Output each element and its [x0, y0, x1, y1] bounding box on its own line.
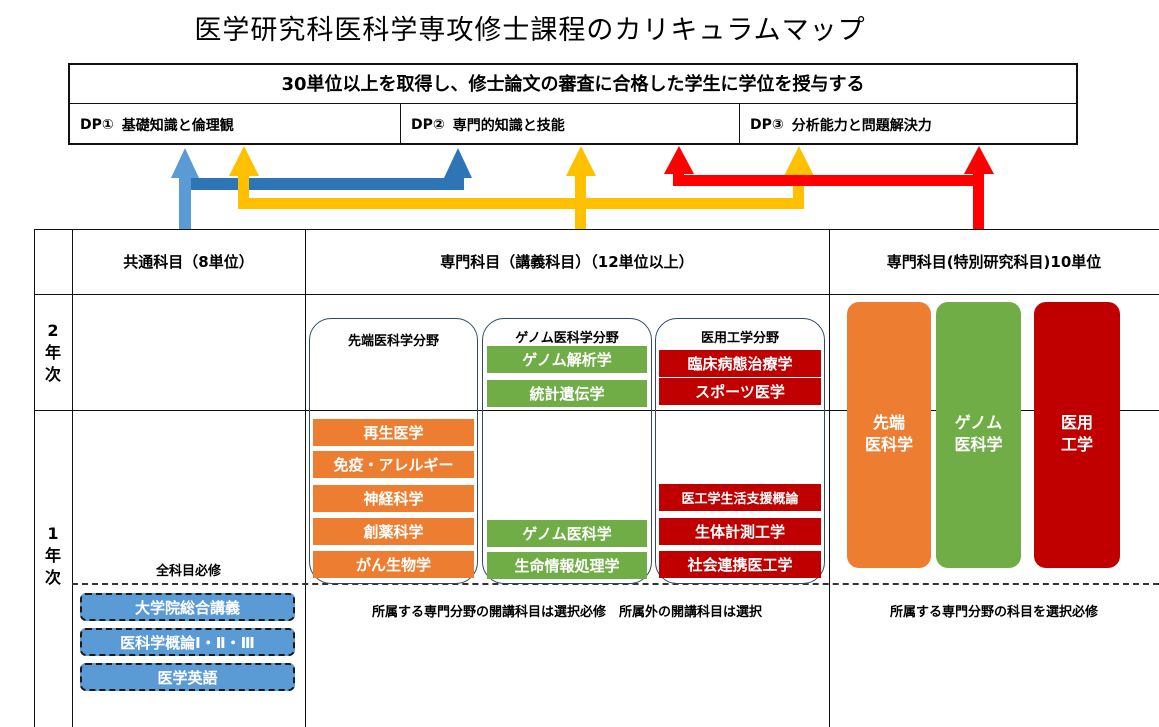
table-header-divider: [34, 294, 1159, 295]
common-course-box: 大学院総合講義: [80, 593, 295, 621]
field-label: 医用工学分野: [700, 331, 779, 346]
table-column-divider: [305, 229, 306, 727]
field-advanced-medical: [309, 318, 478, 584]
field-label: 先端医科学分野: [347, 334, 439, 349]
degree-requirement-box: [68, 63, 1078, 145]
required-note: 全科目必修: [155, 564, 221, 579]
course-box: 再生医学: [313, 419, 474, 446]
course-box: 創薬科学: [313, 518, 474, 545]
page-title: 医学研究科医科学専攻修士課程のカリキュラムマップ: [194, 15, 866, 46]
course-box: スポーツ医学: [659, 378, 821, 405]
degree-requirement-text: 30単位以上を取得し、修士論文の審査に合格した学生に学位を授与する: [68, 63, 1078, 104]
dp-divider: [739, 104, 740, 145]
course-box: がん生物学: [313, 551, 474, 578]
course-box: 社会連携医工学: [659, 551, 821, 578]
header-lecture-subjects: 専門科目（講義科目）（12単位以上）: [440, 253, 694, 271]
common-course-box: 医学英語: [80, 663, 295, 691]
table-border-top: [34, 229, 1159, 230]
table-column-divider: [829, 229, 830, 727]
header-common-subjects: 共通科目（8単位）: [123, 253, 254, 271]
course-box: 生命情報処理学: [487, 552, 647, 579]
header-research-subjects: 専門科目(特別研究科目)10単位: [886, 253, 1102, 271]
research-block-advanced: 先端医科学: [847, 302, 931, 568]
research-selection-note: 所属する専門分野の科目を選択必修: [889, 605, 1098, 620]
course-box: ゲノム解析学: [487, 346, 647, 373]
course-box: 免疫・アレルギー: [313, 451, 474, 478]
common-course-box: 医科学概論Ⅰ・Ⅱ・Ⅲ: [80, 628, 295, 656]
dashed-divider: [72, 583, 1159, 585]
course-box: 神経科学: [313, 485, 474, 512]
course-box: 生体計測工学: [659, 518, 821, 545]
table-border-left: [34, 229, 35, 727]
lecture-selection-note: 所属する専門分野の開講科目は選択必修 所属外の開講科目は選択: [371, 605, 762, 620]
table-year-divider: [34, 410, 1159, 411]
field-medical-engineering: [655, 318, 825, 584]
course-box: 臨床病態治療学: [659, 350, 821, 377]
course-box: 統計遺伝学: [487, 380, 647, 407]
dp-divider: [400, 104, 401, 145]
field-genome-medical: [482, 318, 652, 584]
table-column-divider: [72, 229, 73, 727]
course-box: 医工学生活支援概論: [659, 484, 821, 511]
field-label: ゲノム医科学分野: [515, 331, 619, 346]
research-block-engineering: 医用工学: [1034, 302, 1120, 568]
course-box: ゲノム医科学: [487, 520, 647, 547]
research-block-genome: ゲノム医科学: [936, 302, 1021, 568]
